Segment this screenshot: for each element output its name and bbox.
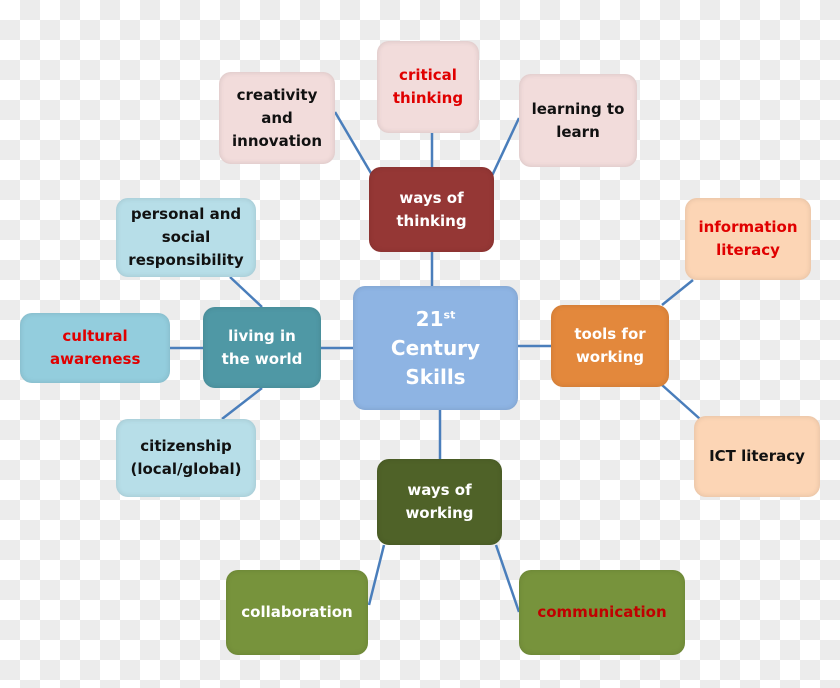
connector	[229, 276, 263, 308]
node-creativity: creativity and innovation	[219, 72, 335, 164]
connector	[488, 117, 521, 181]
center-superscript: st	[443, 307, 456, 321]
node-learning-to-learn: learning to learn	[519, 74, 637, 167]
center-number-text: 21	[415, 306, 444, 331]
node-information-literacy: information literacy	[685, 198, 811, 280]
node-collaboration: collaboration	[226, 570, 368, 655]
node-label: ways of thinking	[396, 188, 467, 230]
node-label: critical thinking	[392, 66, 464, 107]
hub-tools-for-working: tools for working	[551, 305, 669, 387]
hub-living-in-the-world: living in the world	[203, 307, 321, 388]
node-label: communication	[537, 603, 667, 621]
node-citizenship: citizenship (local/global)	[116, 419, 256, 497]
node-label: ways of working	[405, 481, 474, 522]
connector	[367, 544, 386, 606]
center-line2: Skills	[405, 364, 466, 389]
node-label: citizenship (local/global)	[130, 437, 242, 478]
center-node: 21st Century Skills	[353, 286, 518, 410]
node-label: personal and social responsibility	[128, 205, 244, 269]
node-label: collaboration	[241, 603, 353, 621]
hub-ways-of-working: ways of working	[377, 459, 502, 545]
node-label: information literacy	[698, 218, 798, 259]
connector	[494, 544, 521, 613]
node-label: creativity and innovation	[232, 85, 322, 150]
node-critical-thinking: critical thinking	[377, 41, 479, 133]
connector	[661, 384, 701, 420]
connector	[661, 279, 694, 306]
connector	[221, 387, 263, 420]
node-cultural-awareness: cultural awareness	[20, 313, 170, 383]
node-label: tools for working	[574, 325, 646, 366]
node-personal-social: personal and social responsibility	[116, 198, 256, 277]
node-communication: communication	[519, 570, 685, 655]
center-line1: Century	[390, 335, 481, 360]
node-label: ICT literacy	[709, 447, 805, 465]
node-ict-literacy: ICT literacy	[694, 416, 820, 497]
center-number: 21st	[416, 305, 456, 334]
node-label: cultural awareness	[50, 327, 141, 368]
node-label: living in the world	[221, 326, 303, 368]
hub-ways-of-thinking: ways of thinking	[369, 167, 494, 252]
connector	[333, 111, 377, 181]
node-label: learning to learn	[531, 99, 625, 141]
